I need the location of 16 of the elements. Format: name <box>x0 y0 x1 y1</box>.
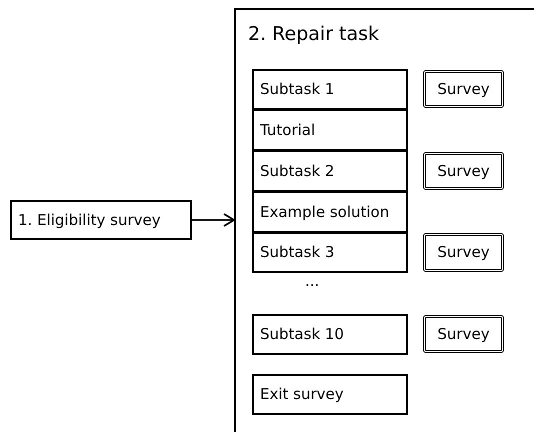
panel-heading: 2. Repair task <box>248 22 380 47</box>
survey-box: Survey <box>423 152 504 190</box>
step-box: Exit survey <box>252 374 408 415</box>
survey-box: Survey <box>423 70 504 108</box>
step-box: Subtask 3 <box>252 232 408 273</box>
step-box: 1. Eligibility survey <box>10 200 192 240</box>
step-box: Example solution <box>252 191 408 233</box>
step-box: Subtask 2 <box>252 150 408 192</box>
step-box: Tutorial <box>252 109 408 151</box>
survey-box: Survey <box>423 315 504 353</box>
survey-box: Survey <box>423 233 504 272</box>
task-panel <box>234 8 534 432</box>
ellipsis-label: ... <box>305 274 320 289</box>
step-box: Subtask 10 <box>252 314 408 355</box>
arrow <box>192 213 235 227</box>
step-box: Subtask 1 <box>252 69 408 110</box>
